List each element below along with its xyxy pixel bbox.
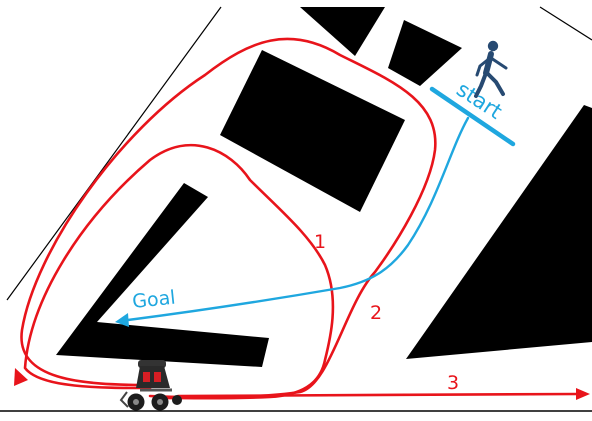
upper-left-boundary	[7, 7, 221, 300]
route-1-label: 1	[314, 231, 326, 253]
walking-person-icon	[476, 41, 506, 96]
route-3-arrowhead	[576, 388, 590, 400]
route-3-label: 3	[447, 372, 459, 394]
goal-label: Goal	[131, 287, 176, 313]
building-l-shape	[56, 183, 269, 367]
obstacles	[56, 7, 592, 367]
building-right-wedge	[406, 105, 592, 359]
building-top-left	[300, 7, 385, 56]
route-2-label: 2	[370, 302, 382, 324]
route-3-line	[178, 394, 578, 396]
building-top-middle	[388, 20, 462, 86]
upper-right-boundary	[540, 7, 592, 40]
